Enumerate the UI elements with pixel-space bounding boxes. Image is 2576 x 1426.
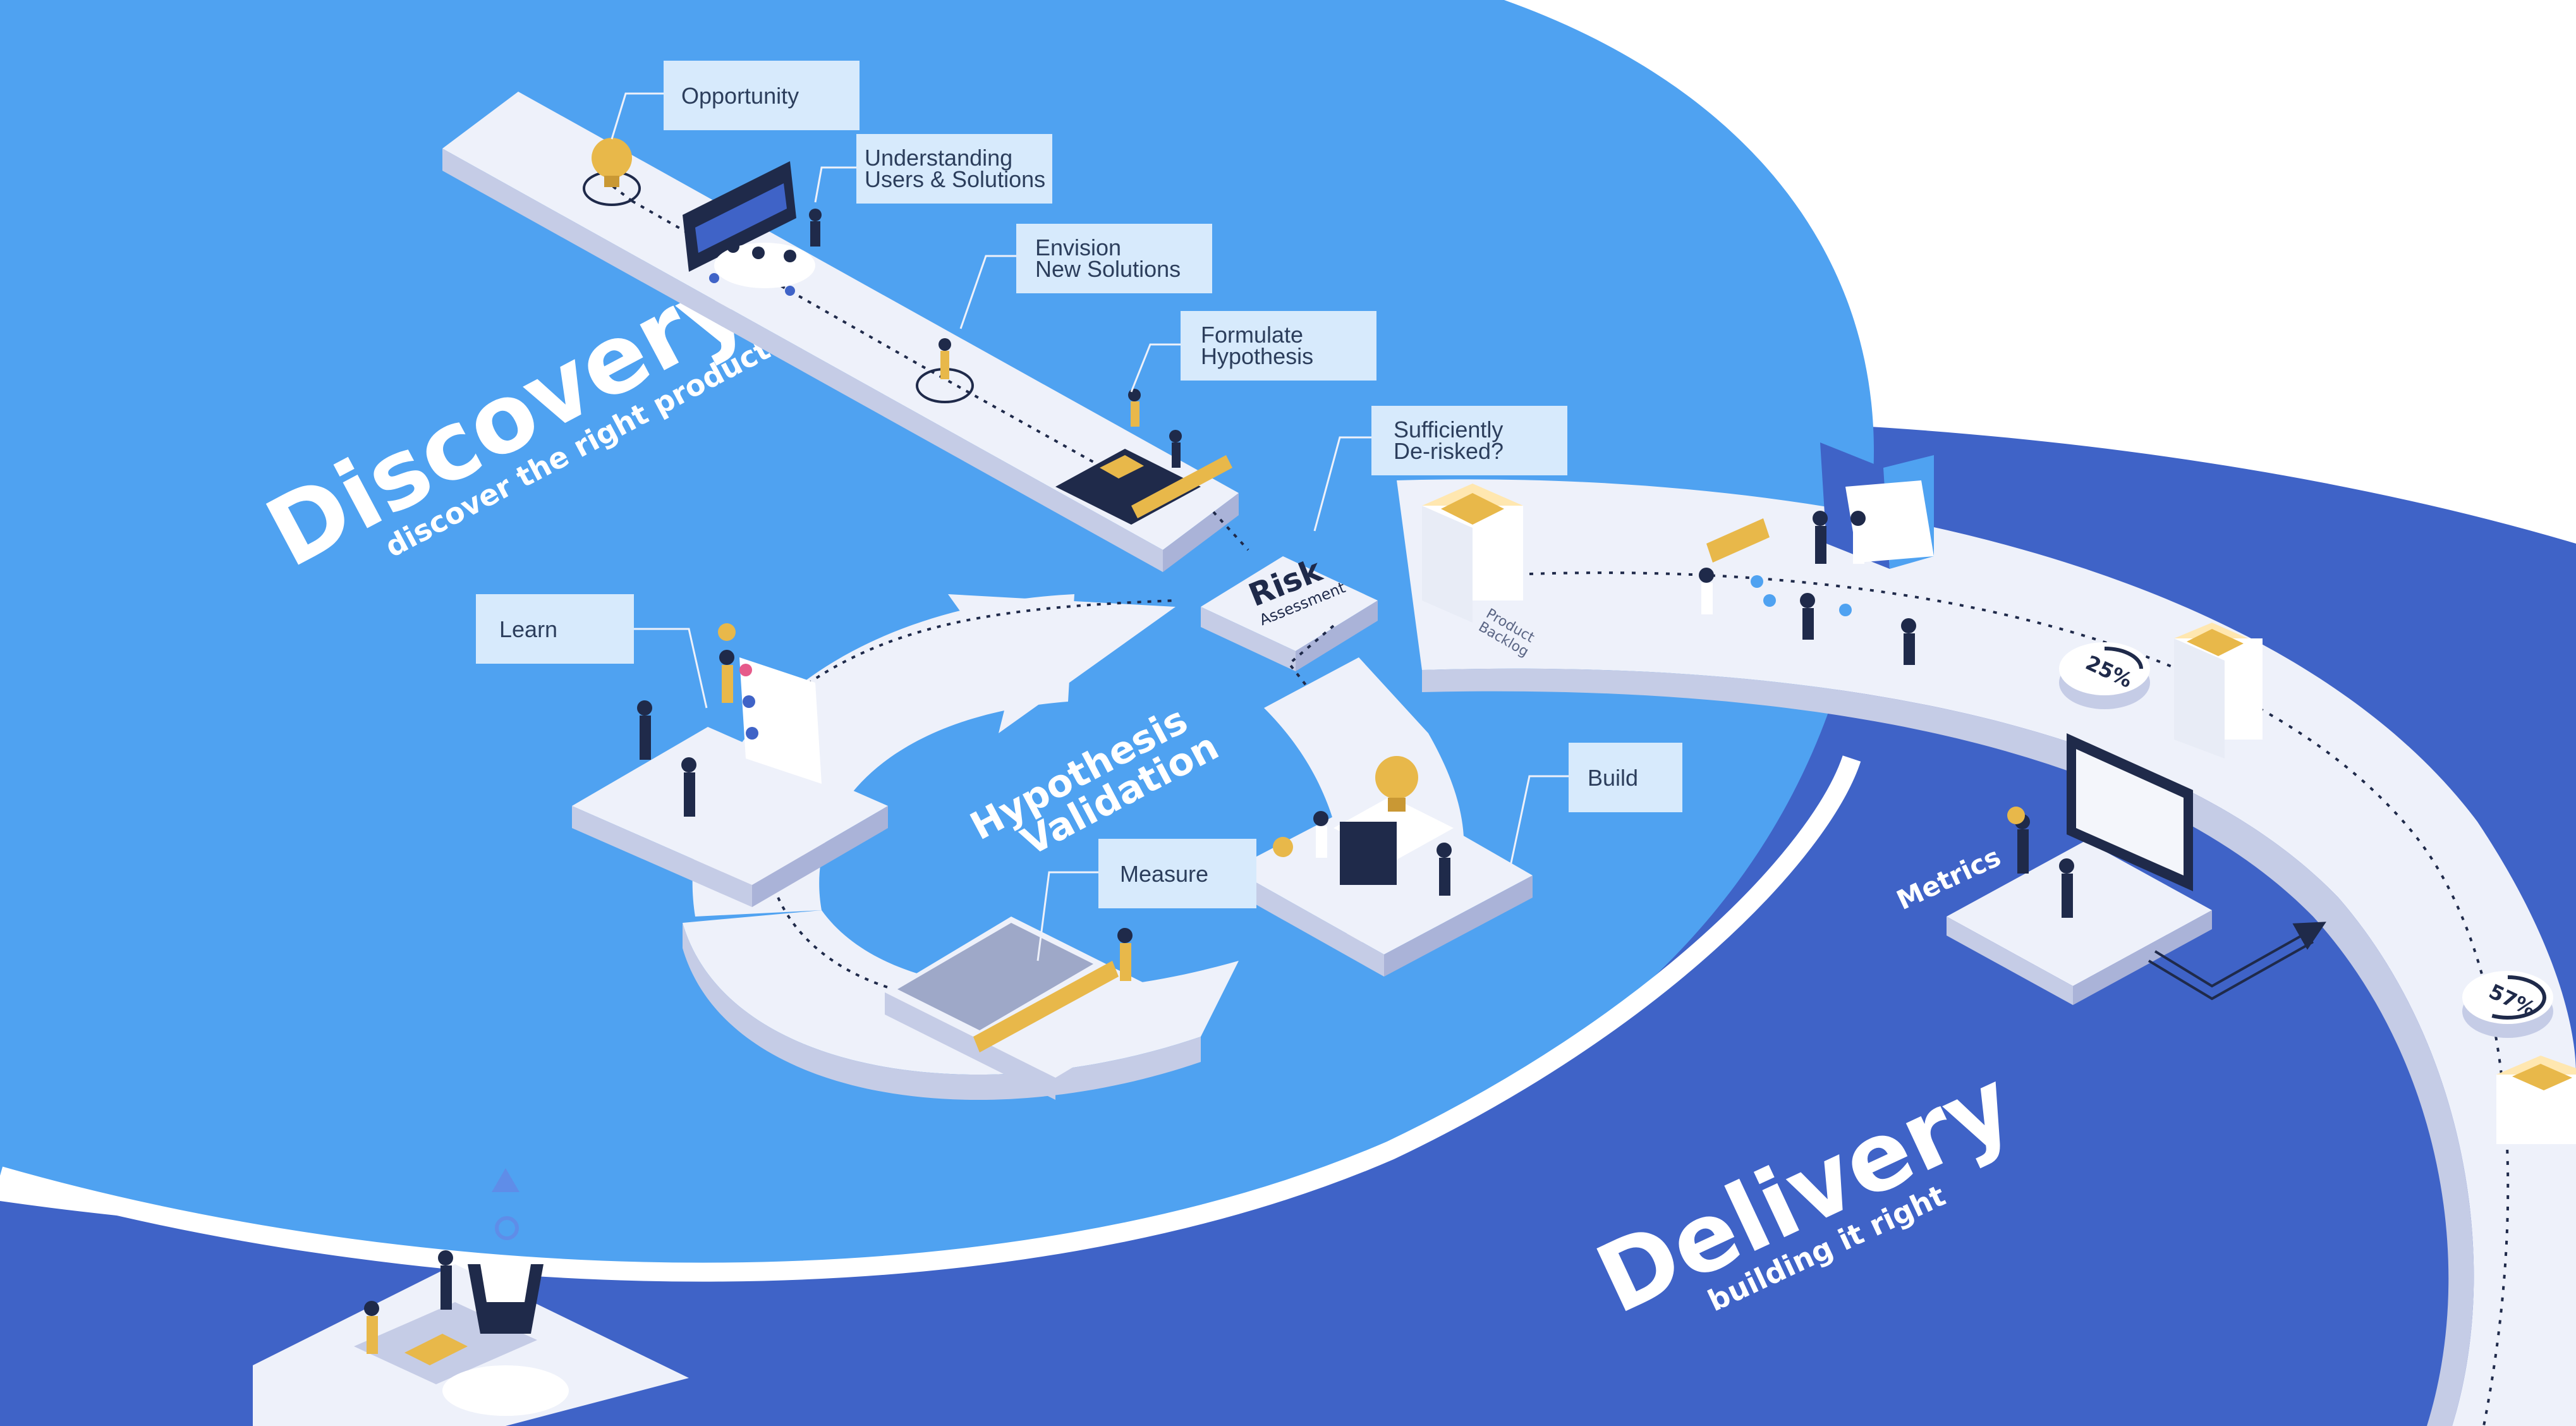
measure-label: Measure	[1120, 861, 1208, 887]
progress-57-marker: 57%	[2462, 971, 2553, 1038]
learn-callout: Learn	[476, 594, 708, 709]
formulate-callout: Formulate Hypothesis	[1130, 311, 1376, 393]
ruler-icon	[973, 961, 1119, 1052]
release-stack-icon	[2496, 1056, 2576, 1144]
measure-platform	[885, 917, 1182, 1100]
sufficiently-label-line1: Sufficiently	[1394, 417, 1503, 442]
formulate-label-line2: Hypothesis	[1201, 343, 1313, 369]
measure-tablet-icon	[897, 923, 1093, 1030]
learning-board-icon	[739, 657, 822, 784]
formulate-label-line1: Formulate	[1201, 322, 1303, 348]
hypothesis-board-icon	[1055, 389, 1232, 525]
loop-arrowhead	[948, 594, 1176, 733]
understanding-label-line2: Users & Solutions	[865, 166, 1045, 192]
build-label: Build	[1588, 765, 1638, 791]
build-callout: Build	[1509, 743, 1682, 867]
metrics-platform	[1947, 733, 2326, 1005]
delivery-team-icon	[1699, 442, 1934, 665]
code-screen-icon	[1340, 822, 1397, 885]
learn-label: Learn	[499, 616, 557, 642]
sufficiently-callout: Sufficiently De-risked?	[1313, 406, 1567, 532]
understanding-callout: Understanding Users & Solutions	[814, 134, 1052, 204]
backlog-stack-icon	[2174, 623, 2263, 759]
progress-ring	[2491, 975, 2546, 1020]
discovery-border	[0, 755, 1861, 1282]
envision-label-line1: Envision	[1035, 235, 1121, 260]
build-lightbulb-icon	[1375, 756, 1418, 799]
measure-callout: Measure	[1036, 839, 1256, 961]
envision-callout: Envision New Solutions	[959, 224, 1212, 329]
opportunity-label: Opportunity	[681, 83, 799, 109]
risk-assessment-block: Risk Assessment	[1201, 551, 1378, 671]
people-icon	[637, 623, 736, 817]
progress-ring	[2104, 647, 2143, 669]
team-meeting-board-icon	[683, 161, 822, 296]
sufficiently-label-line2: De-risked?	[1394, 438, 1504, 464]
envision-label-line2: New Solutions	[1035, 256, 1181, 282]
triangle-icon	[492, 1168, 519, 1192]
progress-25-marker: 25%	[2059, 642, 2150, 709]
launch-platform	[253, 1168, 689, 1426]
build-platform	[1232, 756, 1533, 977]
circle-icon	[495, 1216, 519, 1240]
learn-platform	[572, 623, 888, 907]
person-marker-icon	[916, 338, 974, 403]
understanding-label-line1: Understanding	[865, 145, 1012, 171]
opportunity-callout: Opportunity	[611, 61, 860, 140]
delivery-track	[1397, 479, 2576, 1426]
product-backlog-stack-icon	[1422, 484, 1523, 623]
lightbulb-icon	[583, 138, 641, 206]
